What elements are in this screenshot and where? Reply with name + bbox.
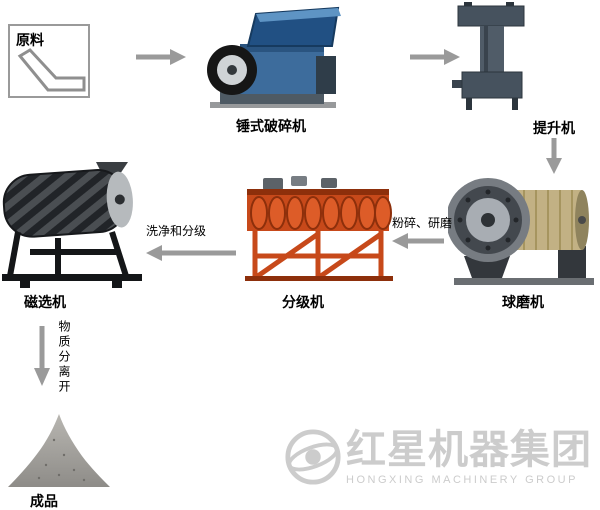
washing-step-label: 洗净和分级 [146,224,207,238]
hammer-crusher-label: 锤式破碎机 [236,118,306,134]
watermark-logo-icon [285,429,341,485]
separation-step-label: 物质分离开 [57,320,71,395]
magnetic-separator-image [2,162,142,288]
arrow-crusher-to-elevator [410,49,460,65]
watermark-brand-en: HONGXING MACHINERY GROUP [346,474,578,486]
bucket-elevator-image [452,2,525,110]
spiral-classifier-image [245,176,393,281]
watermark: 红星机器集团 HONGXING MACHINERY GROUP [284,428,592,486]
arrow-elevator-to-ballmill [546,138,562,174]
product-label: 成品 [30,493,58,509]
raw-material-label: 原料 [16,32,44,48]
magnetic-separator-label: 磁选机 [24,294,66,310]
hammer-crusher-image [207,6,341,108]
arrow-ballmill-to-classifier [392,233,444,249]
watermark-brand-cn: 红星机器集团 [346,428,592,472]
raw-material-box: 原料 [8,24,90,98]
ball-mill-image [448,178,594,285]
classifier-label: 分级机 [282,294,324,310]
arrow-separator-to-product [34,326,50,386]
arrow-raw-to-crusher [136,49,186,65]
elevator-label: 提升机 [533,120,575,136]
product-pile-image [8,414,110,487]
arrow-classifier-to-separator [146,245,236,261]
raw-material-chute-icon [17,48,86,92]
ball-mill-label: 球磨机 [502,294,544,310]
grinding-step-label: 粉碎、研磨 [392,216,453,230]
